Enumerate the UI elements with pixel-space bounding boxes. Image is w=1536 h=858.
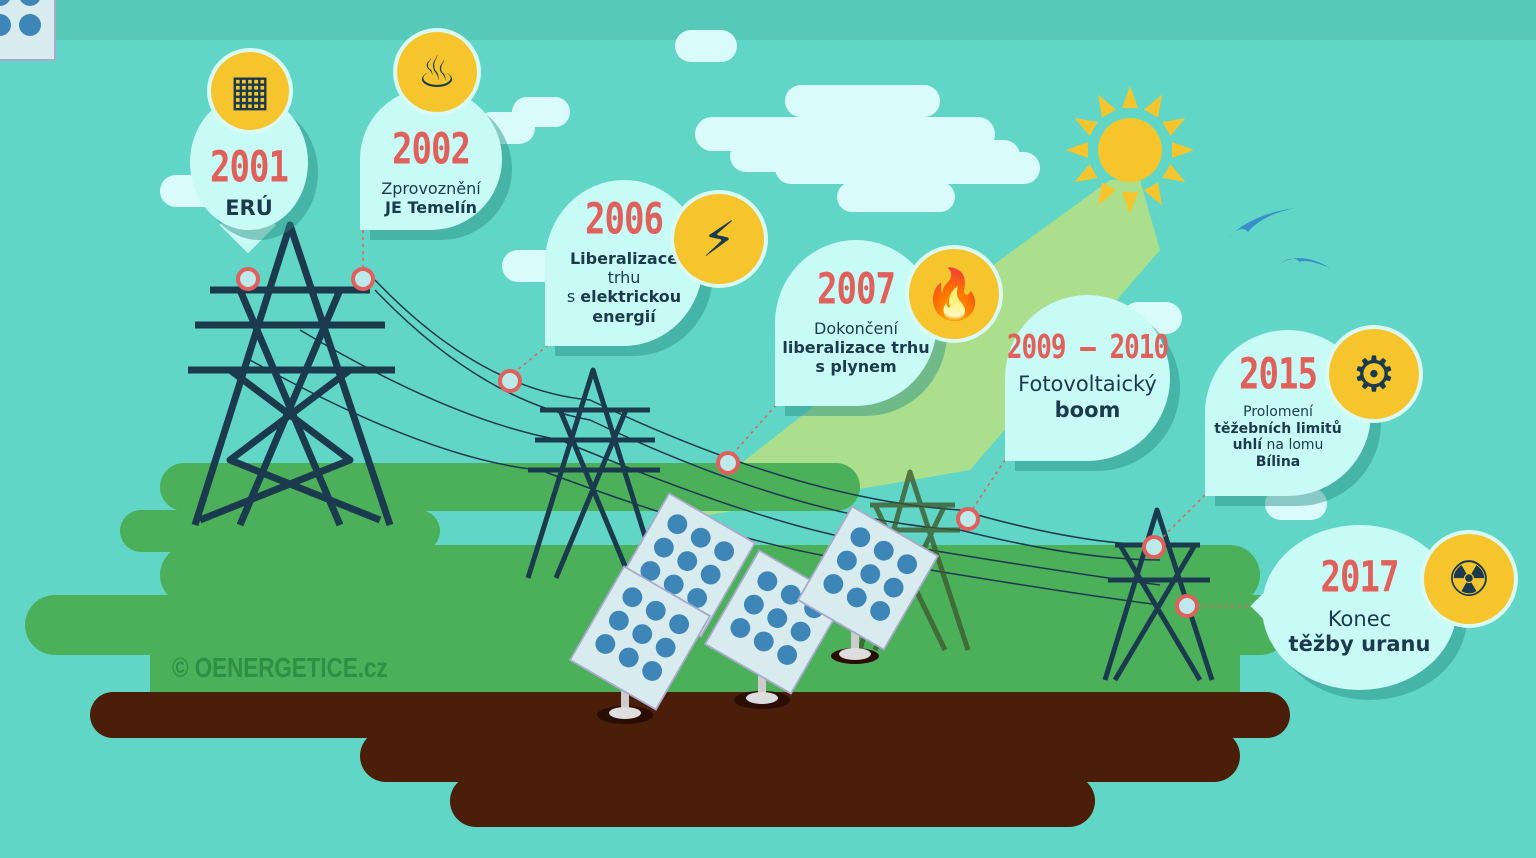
event-year: 2002	[392, 125, 471, 176]
excavator-icon: ⚙	[1325, 325, 1423, 423]
tower-2	[525, 367, 661, 579]
event-text-line: těžebních limitů	[1214, 421, 1341, 438]
event-text-line: Bílina	[1256, 454, 1300, 471]
timeline-marker	[956, 507, 980, 531]
event-text: energií	[592, 306, 656, 326]
event-text-line: uhlí na lomu	[1233, 437, 1324, 454]
event-text-line: Zprovoznění	[381, 179, 480, 198]
event-text: těžby uranu	[1288, 631, 1431, 656]
event-text: JE Temelín	[385, 198, 477, 218]
event-text-line: Fotovoltaický	[1018, 372, 1157, 397]
event-text-line: Prolomení	[1243, 404, 1313, 421]
event-year: 2009 – 2010	[1006, 329, 1169, 367]
event-text-line: trhu	[608, 268, 641, 287]
timeline-marker	[236, 267, 260, 291]
event-text: elektrickou	[580, 287, 682, 307]
event-text-line: s elektrickou	[567, 287, 681, 306]
event-text: Zprovoznění	[381, 179, 481, 199]
timeline-marker	[1175, 594, 1199, 618]
event-text: na lomu	[1262, 437, 1324, 454]
timeline-marker	[716, 451, 740, 475]
event-text: Bílina	[1255, 454, 1301, 471]
flame-icon: 🔥	[905, 245, 1003, 343]
event-text: Liberalizace	[569, 249, 679, 269]
event-year: 2006	[585, 195, 664, 246]
event-text: liberalizace trhu	[782, 337, 930, 357]
event-text: s plynem	[815, 356, 897, 376]
event-year: 2001	[210, 142, 289, 193]
soil	[90, 692, 1290, 827]
copyright-watermark: © OENERGETICE.cz	[172, 652, 388, 683]
event-text: těžebních limitů	[1214, 420, 1342, 437]
event-text-line: ERÚ	[225, 196, 273, 221]
tower-1	[188, 221, 395, 527]
event-text: Prolomení	[1243, 403, 1313, 420]
event-text-line: liberalizace trhu	[782, 338, 929, 357]
event-text: s	[566, 287, 581, 307]
event-text: trhu	[607, 268, 641, 288]
event-text-line: Dokončení	[814, 319, 898, 338]
event-text-line: Liberalizace	[570, 249, 678, 268]
timeline-marker	[498, 369, 522, 393]
birds-icon	[1222, 208, 1330, 268]
event-text: ERÚ	[225, 196, 273, 221]
event-year: 2015	[1239, 349, 1318, 400]
timeline-marker	[1142, 535, 1166, 559]
event-year: 2007	[817, 264, 896, 315]
event-text-line: energií	[592, 307, 655, 326]
event-text: boom	[1054, 397, 1121, 422]
connectors	[362, 230, 1262, 607]
event-text: Konec	[1327, 606, 1392, 631]
nuclear-plant-icon: ♨	[393, 28, 481, 116]
event-year: 2017	[1320, 552, 1400, 603]
timeline-marker	[351, 267, 375, 291]
lightning-icon: ⚡	[670, 190, 768, 288]
event-text-line: JE Temelín	[385, 198, 477, 217]
building-icon: ▦	[207, 48, 293, 134]
tower-3	[857, 469, 971, 652]
event-text: Fotovoltaický	[1018, 372, 1157, 397]
event-text: uhlí	[1232, 437, 1263, 454]
event-text-line: boom	[1055, 398, 1121, 423]
event-text: Dokončení	[814, 318, 898, 338]
event-text-line: těžby uranu	[1289, 632, 1431, 657]
event-text-line: s plynem	[815, 357, 896, 376]
event-text-line: Konec	[1328, 607, 1391, 632]
radiation-icon: ☢	[1420, 530, 1518, 628]
